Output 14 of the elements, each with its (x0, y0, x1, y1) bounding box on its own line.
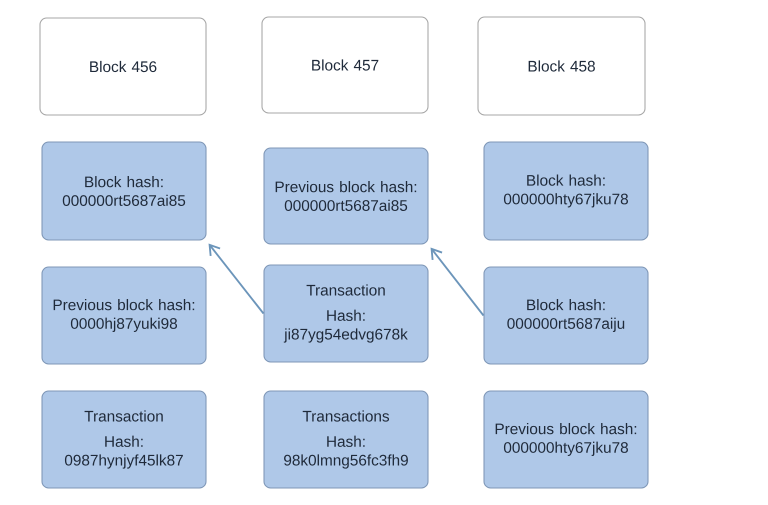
block-title-box: Block 457 (261, 16, 429, 114)
arrow (208, 244, 264, 314)
hash-box: Block hash: 000000rt5687aiju (483, 266, 649, 365)
hash-box: Block hash: 000000hty67jku78 (483, 141, 649, 241)
block-title-box: Block 456 (39, 17, 207, 116)
hash-box: Transaction Hash: 0987hynjyf45lk87 (41, 390, 207, 489)
arrow (430, 248, 484, 316)
hash-box: Transaction Hash: ji87yg54edvg678k (263, 264, 429, 363)
hash-box: Block hash: 000000rt5687ai85 (41, 141, 207, 241)
hash-box: Transactions Hash: 98k0lmng56fc3fh9 (263, 390, 429, 489)
hash-box: Previous block hash: 000000rt5687ai85 (263, 147, 429, 245)
hash-box: Previous block hash: 000000hty67jku78 (483, 390, 649, 489)
hash-box: Previous block hash: 0000hj87yuki98 (41, 266, 207, 365)
block-title-box: Block 458 (477, 16, 646, 116)
